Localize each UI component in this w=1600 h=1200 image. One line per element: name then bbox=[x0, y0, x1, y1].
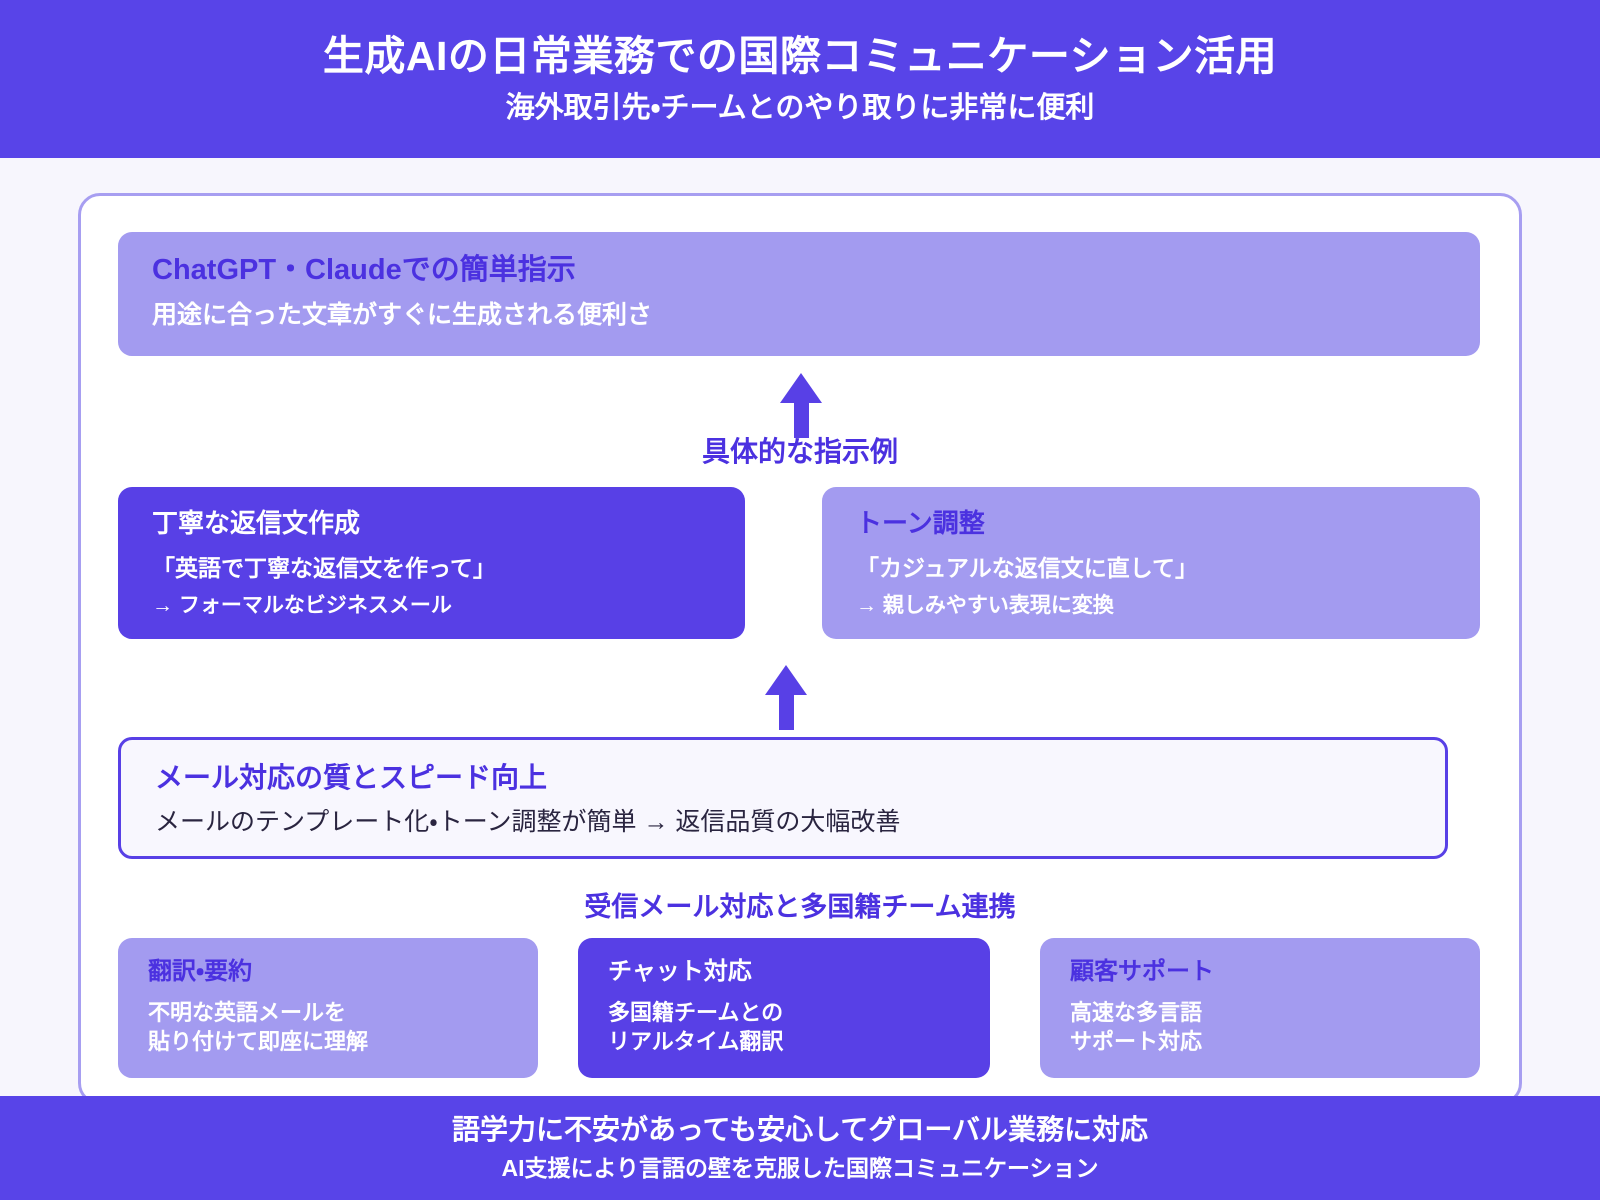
card-body-line-1: 不明な英語メールを bbox=[148, 999, 347, 1025]
connector-label-team-collaboration: 受信メール対応と多国籍チーム連携 bbox=[584, 892, 1016, 922]
card-body-line-2: リアルタイム翻訳 bbox=[608, 1029, 784, 1055]
card-title: 丁寧な返信文作成 bbox=[152, 508, 361, 538]
card-title: 翻訳・要約 bbox=[148, 958, 253, 985]
arrow-shaft bbox=[778, 695, 794, 730]
arrow-shaft bbox=[793, 403, 809, 438]
arrow-head bbox=[780, 373, 822, 403]
footer-main-text: 語学力に不安があっても安心してグローバル業務に対応 bbox=[451, 1113, 1149, 1145]
card-body-line-2: 貼り付けて即座に理解 bbox=[148, 1029, 369, 1055]
card-quote: 「カジュアルな返信文に直して」 bbox=[856, 554, 1199, 581]
arrow-up-icon bbox=[780, 373, 822, 438]
card-body-line: 用途に合った文章がすぐに生成される便利さ bbox=[152, 301, 653, 330]
header-band: 生成AIの日常業務での国際コミュニケーション活用 海外取引先・チームとのやり取り… bbox=[0, 0, 1600, 158]
card-title: トーン調整 bbox=[856, 508, 985, 538]
card-title: 顧客サポート bbox=[1070, 958, 1214, 985]
card-body-line-1: 高速な多言語 bbox=[1070, 999, 1203, 1025]
card-customer-support: 顧客サポート 高速な多言語 サポート対応 bbox=[1040, 938, 1480, 1078]
card-tone-adjust: トーン調整 「カジュアルな返信文に直して」 → 親しみやすい表現に変換 bbox=[822, 487, 1480, 639]
footer-band: 語学力に不安があっても安心してグローバル業務に対応 AI支援により言語の壁を克服… bbox=[0, 1096, 1600, 1200]
card-body-line-2: サポート対応 bbox=[1070, 1029, 1203, 1055]
card-body-line-1: 多国籍チームとの bbox=[608, 999, 784, 1025]
connector-label-instruction-examples: 具体的な指示例 bbox=[701, 436, 898, 467]
card-body-line: メールのテンプレート化・トーン調整が簡単 → 返信品質の大幅改善 bbox=[155, 808, 901, 837]
card-translation-summary: 翻訳・要約 不明な英語メールを 貼り付けて即座に理解 bbox=[118, 938, 538, 1078]
footer-sub-text: AI支援により言語の壁を克服した国際コミュニケーション bbox=[501, 1154, 1099, 1181]
card-result: → 親しみやすい表現に変換 bbox=[856, 593, 1114, 617]
arrow-head bbox=[765, 665, 807, 695]
arrow-up-icon bbox=[765, 665, 807, 730]
page-subtitle: 海外取引先・チームとのやり取りに非常に便利 bbox=[505, 91, 1095, 124]
card-quote: 「英語で丁寧な返信文を作って」 bbox=[152, 554, 496, 581]
card-title: メール対応の質とスピード向上 bbox=[155, 762, 548, 793]
card-title: チャット対応 bbox=[608, 958, 752, 985]
card-mail-quality-speed: メール対応の質とスピード向上 メールのテンプレート化・トーン調整が簡単 → 返信… bbox=[118, 737, 1448, 859]
page-title: 生成AIの日常業務での国際コミュニケーション活用 bbox=[322, 32, 1278, 79]
card-polite-reply: 丁寧な返信文作成 「英語で丁寧な返信文を作って」 → フォーマルなビジネスメール bbox=[118, 487, 745, 639]
card-chat-support: チャット対応 多国籍チームとの リアルタイム翻訳 bbox=[578, 938, 990, 1078]
card-result: → フォーマルなビジネスメール bbox=[152, 593, 452, 617]
card-simple-instruction: ChatGPT・Claudeでの簡単指示 用途に合った文章がすぐに生成される便利… bbox=[118, 232, 1480, 356]
card-title: ChatGPT・Claudeでの簡単指示 bbox=[152, 254, 576, 286]
